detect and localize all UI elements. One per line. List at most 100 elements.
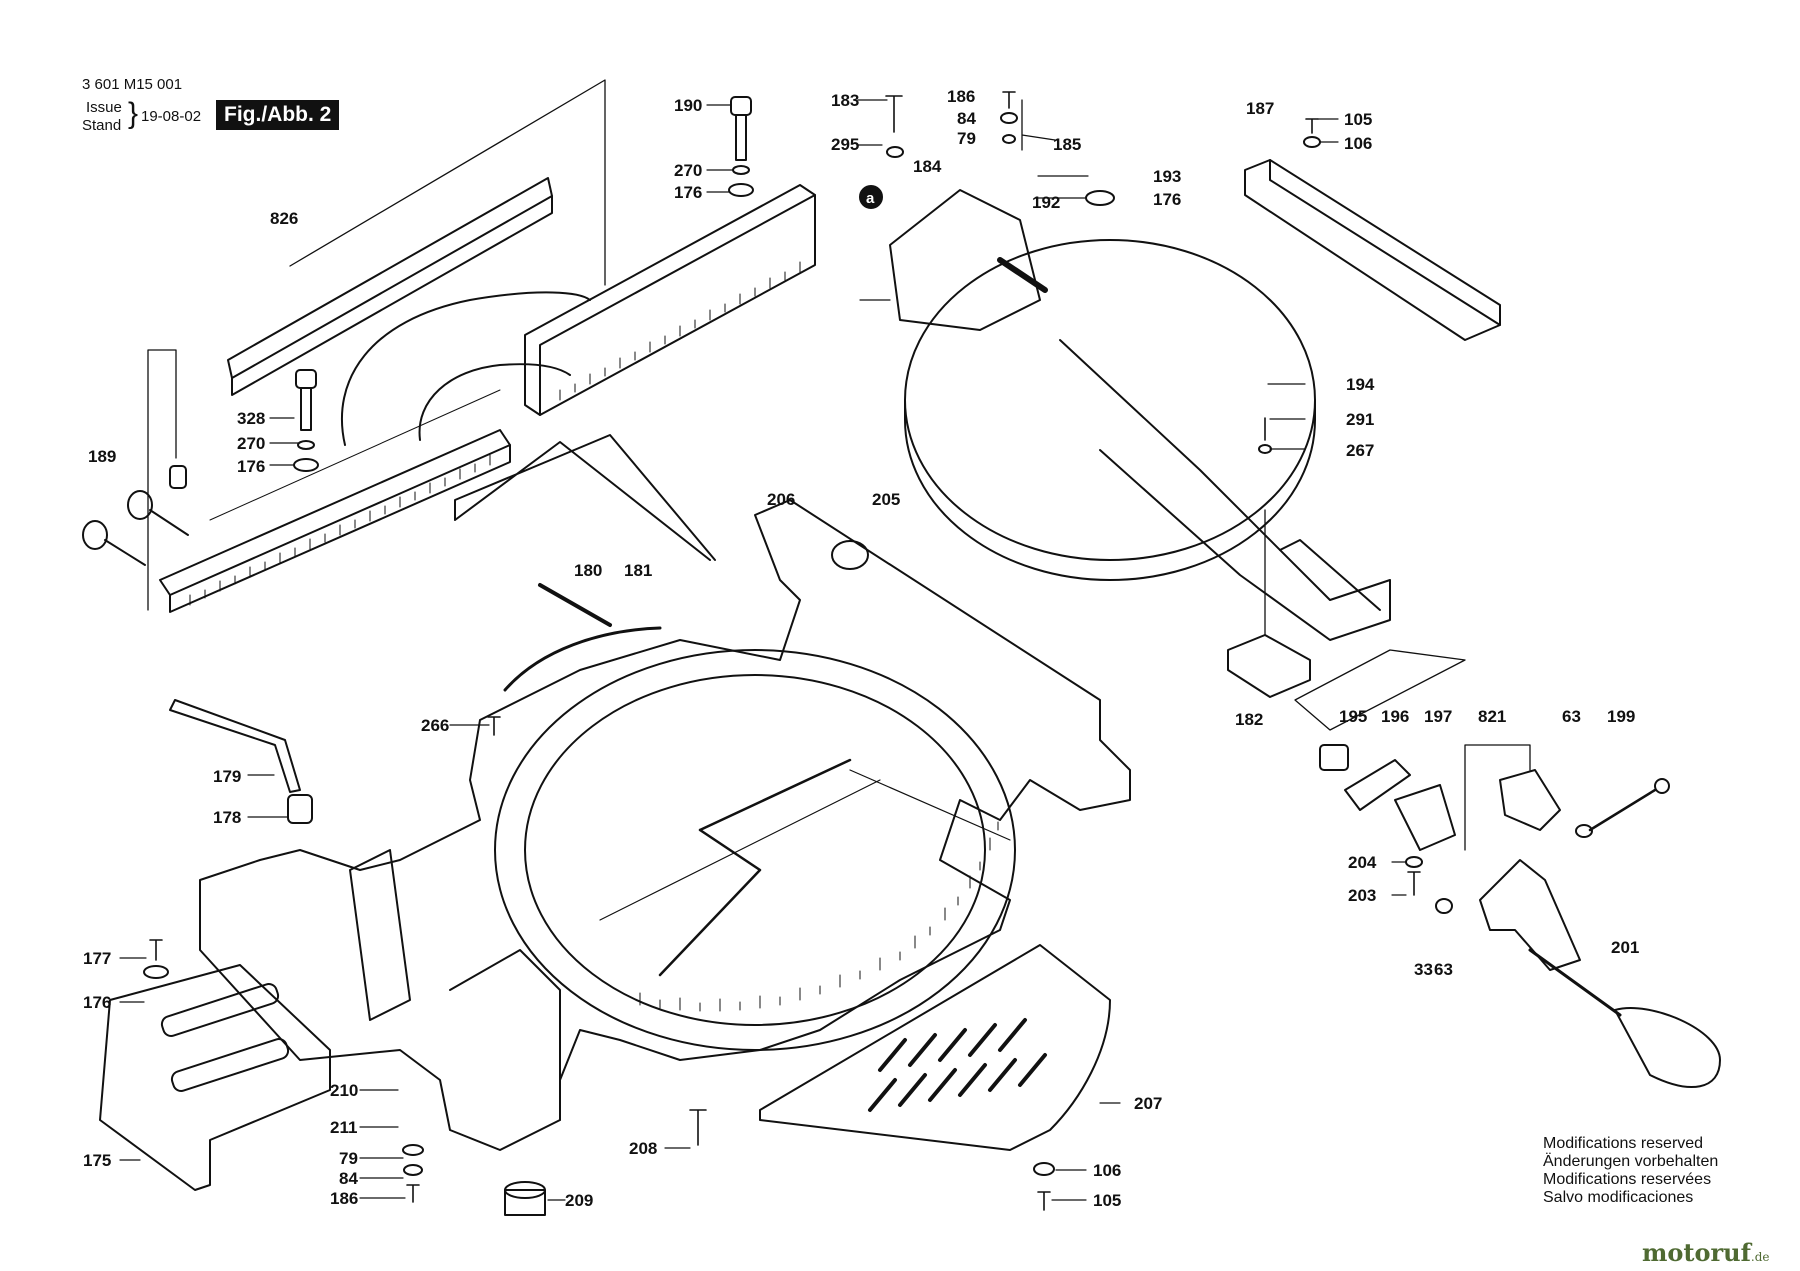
insert-207 — [759, 944, 1111, 1151]
modifications-line-es: Salvo modificaciones — [1543, 1189, 1694, 1206]
modifications-line-fr: Modifications reservées — [1543, 1171, 1712, 1188]
label-209: 209 — [565, 1191, 593, 1210]
label-197: 197 — [1424, 707, 1452, 726]
watermark-suffix: .de — [1750, 1250, 1770, 1264]
label-79b: 79 — [339, 1149, 358, 1168]
label-176c: 176 — [237, 457, 265, 476]
label-176b: 176 — [1153, 190, 1181, 209]
label-33: 33 — [1414, 960, 1433, 979]
label-184: 184 — [913, 157, 942, 176]
label-186a: 186 — [947, 87, 975, 106]
fence-right-part — [524, 184, 816, 416]
label-192: 192 — [1032, 193, 1060, 212]
degree-scale — [639, 821, 999, 1012]
label-63a: 63 — [1562, 707, 1581, 726]
bracket-196 — [1344, 759, 1411, 811]
label-187: 187 — [1246, 99, 1274, 118]
callout-a-circle — [859, 185, 883, 209]
label-291: 291 — [1346, 410, 1374, 429]
label-270b: 270 — [237, 434, 265, 453]
label-270a: 270 — [674, 161, 702, 180]
watermark-main: motoruf — [1642, 1238, 1751, 1267]
lever-bracket — [1479, 859, 1581, 971]
bar-187 — [1244, 159, 1501, 341]
base-main — [199, 499, 1131, 1151]
label-63b: 63 — [1434, 960, 1453, 979]
label-821: 821 — [1478, 707, 1506, 726]
bolt-328 — [293, 369, 319, 472]
label-181: 181 — [624, 561, 652, 580]
fence-left-part — [159, 177, 553, 613]
pin-part — [169, 465, 187, 489]
bolt-199 — [1588, 788, 1657, 832]
issue-date: 19-08-02 — [141, 108, 202, 125]
label-189: 189 — [88, 447, 116, 466]
label-211: 211 — [330, 1118, 357, 1137]
label-208: 208 — [629, 1139, 657, 1158]
washers — [143, 112, 1593, 1176]
rod-180 — [538, 583, 612, 627]
modifications-line-de: Änderungen vorbehalten — [1543, 1153, 1719, 1170]
leader-lines — [119, 99, 1407, 1201]
label-176a: 176 — [674, 183, 702, 202]
label-201: 201 — [1611, 938, 1639, 957]
watermark-logo: motoruf.de — [1642, 1238, 1770, 1267]
foot-175 — [99, 964, 331, 1191]
pad-182 — [1227, 634, 1311, 698]
handle-821 — [1499, 769, 1561, 831]
brace-glyph: } — [128, 97, 139, 130]
label-84a: 84 — [957, 109, 976, 128]
label-267: 267 — [1346, 441, 1374, 460]
label-79a: 79 — [957, 129, 976, 148]
document-number: 3 601 M15 001 — [82, 76, 183, 93]
label-199: 199 — [1607, 707, 1635, 726]
label-207: 207 — [1134, 1094, 1162, 1113]
label-105b: 105 — [1093, 1191, 1121, 1210]
callout-a: a — [866, 190, 875, 207]
label-182: 182 — [1235, 710, 1263, 729]
label-175: 175 — [83, 1151, 111, 1170]
label-826: 826 — [270, 209, 298, 228]
label-266: 266 — [421, 716, 449, 735]
fence-base-arc-inner — [418, 363, 571, 441]
label-186b: 186 — [330, 1189, 358, 1208]
label-190: 190 — [674, 96, 702, 115]
stand-label: Stand — [82, 117, 122, 134]
part-labels: 826 190 270 176 183 295 186 84 79 185 18… — [83, 87, 1639, 1210]
label-84b: 84 — [339, 1169, 358, 1188]
modifications-line-en: Modifications reserved — [1543, 1135, 1704, 1152]
label-180: 180 — [574, 561, 602, 580]
screws — [149, 91, 1421, 1211]
label-106b: 106 — [1093, 1161, 1121, 1180]
label-295: 295 — [831, 135, 859, 154]
label-178: 178 — [213, 808, 241, 827]
label-106a: 106 — [1344, 134, 1372, 153]
label-183: 183 — [831, 91, 859, 110]
label-105a: 105 — [1344, 110, 1372, 129]
label-328: 328 — [237, 409, 265, 428]
grip-201 — [1528, 948, 1721, 1088]
label-176d: 176 — [83, 993, 111, 1012]
label-179: 179 — [213, 767, 241, 786]
hex-key-179 — [169, 699, 301, 793]
figure-label: Fig./Abb. 2 — [216, 100, 340, 130]
label-205: 205 — [872, 490, 900, 509]
modifications-note: Modifications reserved Änderungen vorbeh… — [1543, 1135, 1718, 1207]
bolt-190 — [728, 96, 754, 197]
sleeve-178 — [287, 794, 313, 824]
label-177: 177 — [83, 949, 111, 968]
fence-scale-ticks — [189, 261, 801, 606]
label-195: 195 — [1339, 707, 1367, 726]
label-185: 185 — [1053, 135, 1081, 154]
label-204: 204 — [1348, 853, 1377, 872]
label-210: 210 — [330, 1081, 358, 1100]
bushing-209 — [504, 1189, 546, 1216]
label-206: 206 — [767, 490, 795, 509]
strip-181 — [503, 626, 662, 692]
fence-base-arc — [340, 291, 591, 446]
label-194: 194 — [1346, 375, 1375, 394]
issue-label: Issue — [86, 99, 122, 116]
label-193: 193 — [1153, 167, 1181, 186]
knob-part — [82, 490, 189, 566]
